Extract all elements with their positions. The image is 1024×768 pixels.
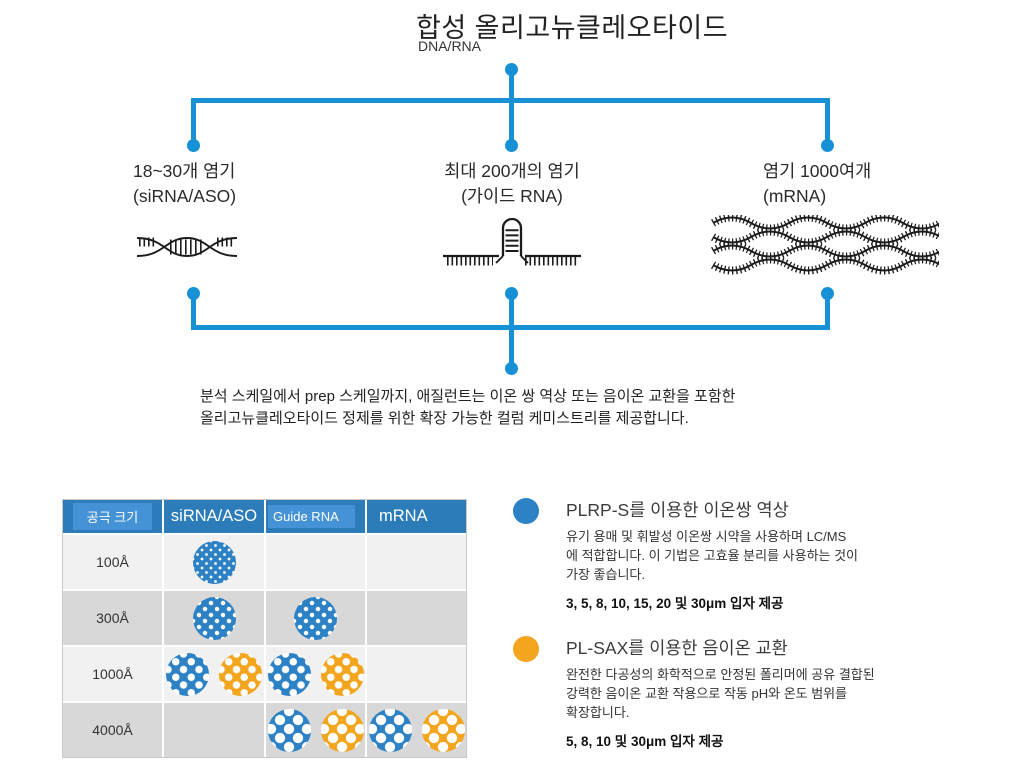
table-cell — [367, 647, 466, 701]
pore-size-cell: 300Å — [63, 591, 162, 645]
table-row: 4000Å — [63, 703, 466, 757]
pore-size-cell: 4000Å — [63, 703, 162, 757]
connector-dot — [505, 362, 518, 375]
particle-sizes-text: 3, 5, 8, 10, 15, 20 및 30μm 입자 제공 — [566, 596, 784, 611]
table-cell — [164, 535, 264, 589]
connector-line — [191, 293, 196, 330]
table-cell — [164, 703, 264, 757]
table-cell — [367, 703, 466, 757]
table-cell — [266, 703, 365, 757]
page-title: 합성 올리고뉴클레오타이드 — [416, 13, 729, 43]
orange-particle-icon — [320, 708, 364, 752]
guide-rna-hairpin-icon — [443, 217, 581, 266]
connector-line — [825, 293, 830, 330]
orange-legend-circle-icon — [513, 636, 539, 662]
legend-description-line: 유기 용매 및 휘발성 이온쌍 시약을 사용하며 LC/MS — [566, 529, 847, 544]
legend-description-line: 가장 좋습니다. — [566, 567, 645, 582]
table-cell — [266, 591, 365, 645]
sirna-duplex-icon — [136, 237, 238, 257]
connector-dot — [821, 139, 834, 152]
table-cell — [367, 535, 466, 589]
particle-sizes-text: 5, 8, 10 및 30μm 입자 제공 — [566, 734, 724, 749]
orange-particle-icon — [320, 652, 364, 696]
column-header-label: 공극 크기 — [72, 503, 153, 530]
connector-dot — [187, 139, 200, 152]
connector-line — [191, 98, 196, 146]
blue-particle-icon — [192, 596, 236, 640]
connector-dot — [505, 139, 518, 152]
branch-label-line: 염기 1000여개 — [763, 161, 872, 181]
blue-particle-icon — [267, 708, 311, 752]
description-line: 분석 스케일에서 prep 스케일까지, 애질런트는 이온 쌍 역상 또는 음이… — [200, 388, 736, 405]
legend-title: PL-SAX를 이용한 음이온 교환 — [566, 638, 788, 658]
description-line: 올리고뉴클레오타이드 정제를 위한 확장 가능한 컬럼 케미스트리를 제공합니다… — [200, 410, 689, 427]
column-header-3: mRNA — [367, 500, 466, 533]
mrna-strands-icon — [711, 215, 939, 275]
connector-line — [509, 293, 514, 369]
column-header-label: siRNA/ASO — [170, 507, 258, 525]
branch-label-sirna: 18~30개 염기 (siRNA/ASO) — [133, 159, 236, 209]
column-header-2: Guide RNA — [266, 500, 365, 533]
branch-label-line: 18~30개 염기 — [133, 161, 236, 181]
column-header-0: 공극 크기 — [63, 500, 162, 533]
connector-line — [509, 70, 514, 146]
orange-particle-icon — [219, 652, 262, 696]
table-cell — [367, 591, 466, 645]
branch-label-line: (가이드 RNA) — [461, 186, 563, 206]
legend-description-line: 강력한 음이온 교환 작용으로 작동 pH와 온도 범위를 — [566, 686, 848, 701]
table-cell — [266, 535, 365, 589]
branch-label-line: 최대 200개의 염기 — [444, 161, 580, 181]
blue-particle-icon — [267, 652, 311, 696]
branch-label-mrna: 염기 1000여개 (mRNA) — [763, 159, 871, 209]
blue-particle-icon — [368, 708, 412, 752]
orange-particle-icon — [421, 708, 465, 752]
table-cell — [164, 591, 264, 645]
branch-label-line: (siRNA/ASO) — [133, 186, 237, 206]
legend-description-line: 확장합니다. — [566, 705, 630, 720]
blue-particle-icon — [166, 652, 209, 696]
pore-size-cell: 1000Å — [63, 647, 162, 701]
page-subtitle: DNA/RNA — [418, 38, 482, 54]
connector-line — [825, 98, 830, 146]
connector-line — [191, 98, 830, 103]
column-header-1: siRNA/ASO — [164, 500, 264, 533]
table-cell — [266, 647, 365, 701]
table-row: 1000Å — [63, 647, 466, 701]
column-header-label: Guide RNA — [268, 505, 355, 528]
column-header-label: mRNA — [379, 507, 428, 525]
table-row: 300Å — [63, 591, 466, 645]
blue-particle-icon — [294, 596, 337, 640]
branch-label-guide-rna: 최대 200개의 염기 (가이드 RNA) — [402, 159, 622, 209]
blue-legend-circle-icon — [513, 498, 539, 524]
legend-description-line: 완전한 다공성의 화학적으로 안정된 폴리머에 공유 결합된 — [566, 667, 875, 682]
legend-description-line: 에 적합합니다. 이 기법은 고효율 분리를 사용하는 것이 — [566, 548, 859, 563]
column-chemistry-description: 분석 스케일에서 prep 스케일까지, 애질런트는 이온 쌍 역상 또는 음이… — [200, 386, 735, 430]
table-cell — [164, 647, 264, 701]
connector-dot — [505, 63, 518, 76]
branch-label-line: (mRNA) — [763, 186, 827, 206]
legend-description: 유기 용매 및 휘발성 이온쌍 시약을 사용하며 LC/MS 에 적합합니다. 이… — [566, 527, 858, 584]
table-row: 100Å — [63, 535, 466, 589]
blue-particle-icon — [192, 540, 236, 584]
legend-title: PLRP-S를 이용한 이온쌍 역상 — [566, 500, 789, 520]
pore-size-cell: 100Å — [63, 535, 162, 589]
